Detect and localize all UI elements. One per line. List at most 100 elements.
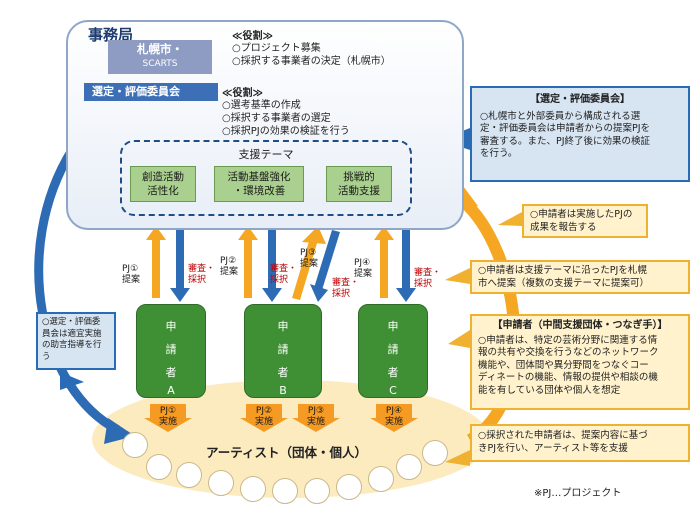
artist-circle	[336, 474, 362, 500]
review-line: 採択	[414, 279, 433, 289]
report-callout-pointer	[498, 212, 522, 226]
callout-line: きPJを行い、アーティスト等を支援	[478, 442, 628, 454]
committee-role: ○採択する事業者の選定	[222, 113, 331, 124]
review-line: 採択	[188, 275, 207, 285]
applicant-char: 者	[277, 366, 289, 379]
callout-line: う	[42, 351, 51, 362]
applicant-char: 申	[277, 320, 289, 333]
committee-role-title: ≪役割≫	[222, 88, 263, 99]
impl-line: 実施	[158, 417, 177, 427]
artist-circle	[208, 470, 234, 496]
review-line: 審査・	[188, 264, 216, 274]
artist-circle	[272, 478, 298, 504]
theme-challenge: 挑戦的活動支援	[326, 166, 392, 202]
theme-creative-activity: 創造活動活性化	[130, 166, 196, 202]
committee-role: ○採択PJの効果の検証を行う	[222, 126, 350, 137]
theme-infrastructure: 活動基盤強化・環境改善	[214, 166, 304, 202]
propose-callout-pointer	[445, 268, 470, 284]
artist-circle	[240, 476, 266, 502]
artists-label: アーティスト（団体・個人）	[206, 445, 368, 460]
callout-line: 機能や、団体間や異分野間をつなぐコー	[478, 359, 649, 371]
review-label-1: 審査・採択	[188, 264, 215, 286]
applicant-char: 者	[165, 366, 177, 379]
committee-role: ○選考基準の作成	[222, 100, 301, 111]
applicant-char: 請	[277, 343, 289, 356]
theme-line: 活動基盤強化	[227, 171, 291, 183]
review-label-4: 審査・採択	[414, 268, 441, 290]
callout-line: の助言指導を行	[42, 340, 102, 350]
footnote: ※PJ…プロジェクト	[534, 488, 622, 499]
artist-circle	[304, 478, 330, 504]
artist-circle	[176, 462, 202, 488]
committee-callout: 【選定・評価委員会】 ○札幌市と外部委員から構成される選 定・評価委員会は申請者…	[470, 86, 690, 182]
secretariat-role: ○プロジェクト募集	[232, 43, 321, 54]
applicant-c: 申 請 者 C	[358, 304, 428, 398]
support-theme-box	[120, 140, 412, 216]
impl-line: PJ③	[307, 406, 325, 416]
callout-line: 成果を報告する	[530, 221, 597, 233]
impl-line: 実施	[254, 417, 273, 427]
impl-line: PJ④	[385, 406, 403, 416]
theme-line: ・環境改善	[232, 185, 286, 197]
sapporo-line1: 札幌市・	[137, 42, 183, 56]
committee-callout-title: 【選定・評価委員会】	[530, 94, 630, 105]
proposal-line: 提案	[354, 269, 373, 279]
committee-roles: ≪役割≫ ○選考基準の作成 ○採択する事業者の選定 ○採択PJの効果の検証を行う	[222, 84, 350, 138]
applicant-callout: 【申請者（中間支援団体・つなぎ手）】 ○申請者は、特定の芸術分野に関連する情 報…	[470, 314, 690, 410]
applicant-callout-title: 【申請者（中間支援団体・つなぎ手）】	[492, 320, 668, 331]
callout-line: ○申請者は支援テーマに沿ったPJを札幌	[478, 265, 647, 276]
applicant-letter: B	[279, 384, 287, 397]
callout-line: 定・評価委員会は申請者からの提案PJを	[480, 123, 651, 134]
artist-circle	[368, 466, 394, 492]
callout-line: 員会は適宜実施	[42, 328, 102, 339]
impl-line: 実施	[306, 417, 325, 427]
proposal-line: PJ③	[300, 248, 317, 258]
callout-line: ○札幌市と外部委員から構成される選	[480, 110, 641, 122]
review-line: 採択	[332, 289, 351, 299]
proposal-line: 提案	[122, 275, 141, 285]
report-callout: ○申請者は実施したPJの 成果を報告する	[522, 204, 648, 238]
impl-line: PJ①	[159, 406, 177, 416]
callout-line: ディネートの機能、情報の提供や相談の機	[478, 372, 658, 383]
review-label-3: 審査・採択	[332, 278, 359, 300]
advice-callout: ○選定・評価委 員会は適宜実施 の助言指導を行 う	[36, 312, 116, 370]
applicant-letter: C	[389, 384, 397, 397]
secretariat-roles: ≪役割≫ ○プロジェクト募集 ○採択する事業者の決定（札幌市）	[232, 27, 391, 68]
theme-line: 創造活動	[142, 171, 184, 183]
applicant-char: 請	[387, 343, 399, 356]
theme-line: 挑戦的	[343, 171, 375, 183]
proposal-line: PJ①	[122, 264, 139, 274]
review-label-2: 審査・採択	[270, 264, 297, 286]
proposal-line: PJ④	[354, 258, 371, 268]
review-line: 採択	[270, 275, 289, 285]
applicant-a: 申 請 者 A	[136, 304, 206, 398]
artist-circle	[122, 432, 148, 458]
theme-line: 活性化	[147, 185, 179, 197]
secretariat-role-title: ≪役割≫	[232, 31, 273, 42]
applicant-char: 請	[165, 343, 177, 356]
callout-line: ○申請者は、特定の芸術分野に関連する情	[478, 334, 658, 346]
applicant-b: 申 請 者 B	[244, 304, 322, 398]
implement-callout: ○採択された申請者は、提案内容に基づ きPJを行い、アーティスト等を支援	[470, 424, 690, 462]
implement-callout-pointer	[445, 450, 470, 466]
review-line: 審査・	[332, 278, 360, 288]
proposal-arrows	[146, 226, 394, 300]
sapporo-scarts-label: 札幌市・ SCARTS	[108, 40, 212, 74]
applicant-char: 申	[387, 320, 399, 333]
callout-line: 審査する。また、PJ終了後に効果の検証	[480, 135, 651, 147]
review-line: 審査・	[414, 268, 442, 278]
artist-circle	[422, 440, 448, 466]
artist-circle	[396, 454, 422, 480]
theme-line: 活動支援	[338, 185, 380, 197]
secretariat-title: 事務局	[88, 26, 134, 44]
proposal-line: 提案	[220, 267, 239, 277]
committee-title: 選定・評価委員会	[84, 83, 218, 101]
applicant-char: 者	[387, 366, 399, 379]
artist-circle	[146, 454, 172, 480]
callout-line: ○採択された申請者は、提案内容に基づ	[478, 430, 648, 441]
